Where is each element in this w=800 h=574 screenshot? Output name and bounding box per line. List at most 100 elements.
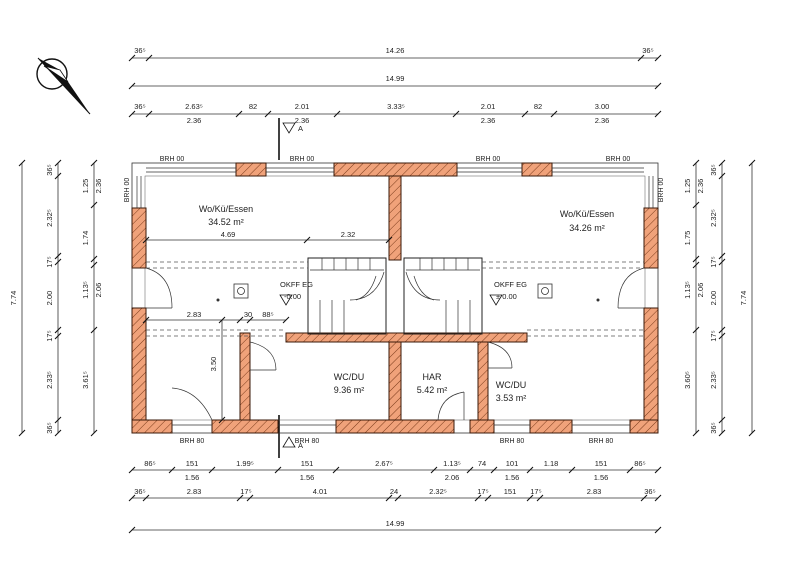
room-name: WC/DU	[496, 380, 527, 390]
dim-label: 2.32	[341, 230, 356, 239]
dim-label: 17⁵	[530, 487, 541, 496]
level-label: OKFF EG	[280, 280, 313, 289]
windows	[136, 167, 654, 426]
dim-label: 3.61⁵	[81, 371, 90, 389]
dim-label: 2.32⁵	[429, 487, 447, 496]
dim-label: 14.99	[386, 74, 405, 83]
dim-label: 17⁵	[240, 487, 251, 496]
room-labels: Wo/Kü/Essen 34.52 m² Wo/Kü/Essen 34.26 m…	[199, 204, 614, 403]
room-area: 9.36 m²	[334, 385, 365, 395]
dim-label: 1.75	[683, 231, 692, 246]
brh-label: BRH 00	[124, 178, 131, 203]
dim-label: 88⁵	[262, 310, 273, 319]
north-arrow-icon	[36, 57, 91, 115]
brh-label: BRH 00	[658, 178, 665, 203]
dim-label: 1.56	[300, 473, 315, 482]
inner-dimensions: 4.69 2.32 2.83 30 88⁵ 3.50	[142, 230, 393, 424]
dim-label: 4.01	[313, 487, 328, 496]
dim-label: 36⁵	[134, 487, 145, 496]
dim-label: 30	[244, 310, 252, 319]
dim-label: 2.83	[587, 487, 602, 496]
section-mark-top: A	[278, 118, 303, 160]
bottom-dimensions: 86⁵ 151 1.99⁵ 151 2.67⁵ 1.13⁵ 74 101 1.1…	[128, 459, 662, 534]
dim-label: 1.25	[683, 179, 692, 194]
brh-label: BRH 00	[606, 156, 631, 163]
brh-label: BRH 80	[500, 438, 525, 445]
dim-label: 36⁵	[134, 102, 145, 111]
dim-label: 24	[390, 487, 398, 496]
level-value: -0.00	[284, 292, 301, 301]
dim-label: 17⁵	[709, 256, 718, 267]
room-name: Wo/Kü/Essen	[199, 204, 253, 214]
dim-label: 2.36	[481, 116, 496, 125]
dim-label: 3.60⁵	[683, 371, 692, 389]
level-label: OKFF EG	[494, 280, 527, 289]
dim-label: 151	[595, 459, 608, 468]
dim-label: 2.67⁵	[375, 459, 393, 468]
room-area: 34.52 m²	[208, 217, 244, 227]
dim-label: 151	[186, 459, 199, 468]
dim-label: 2.32⁵	[45, 209, 54, 227]
dim-label: 36⁵	[45, 422, 54, 433]
dim-label: 1.56	[185, 473, 200, 482]
dim-label: 36⁵	[644, 487, 655, 496]
dim-label: 14.99	[386, 519, 405, 528]
dim-label: 74	[478, 459, 486, 468]
dim-label: 2.00	[45, 291, 54, 306]
room-area: 34.26 m²	[569, 223, 605, 233]
dim-label: 2.06	[445, 473, 460, 482]
dim-label: 2.63⁵	[185, 102, 203, 111]
dim-label: 101	[506, 459, 519, 468]
dim-label: 2.83	[187, 310, 202, 319]
dim-label: 1.13⁵	[683, 281, 692, 299]
dim-label: 4.69	[221, 230, 236, 239]
brh-label: BRH 00	[476, 156, 501, 163]
dim-label: 82	[534, 102, 542, 111]
dim-label: 2.36	[295, 116, 310, 125]
brh-label: BRH 80	[295, 438, 320, 445]
dim-label: 7.74	[9, 291, 18, 306]
room-area: 5.42 m²	[417, 385, 448, 395]
svg-text:A: A	[298, 124, 303, 133]
walls	[131, 162, 659, 434]
dim-label: 2.00	[709, 291, 718, 306]
doors	[145, 267, 645, 421]
top-dimensions: 36⁵ 14.26 36⁵ 14.99 36⁵ 2.63⁵ 82 2.01 3.…	[128, 46, 662, 125]
dim-label: 36⁵	[709, 164, 718, 175]
dim-label: 2.01	[481, 102, 496, 111]
level-value: ± 0.00	[496, 292, 517, 301]
dim-label: 1.99⁵	[236, 459, 254, 468]
dim-label: 2.33⁵	[709, 371, 718, 389]
room-name: WC/DU	[334, 372, 365, 382]
dim-label: 2.06	[696, 283, 705, 298]
dim-label: 36⁵	[45, 164, 54, 175]
dim-label: 2.32⁵	[709, 209, 718, 227]
dim-label: 3.00	[595, 102, 610, 111]
fixture-symbols	[216, 283, 600, 306]
dim-label: 17⁵	[477, 487, 488, 496]
brh-label: BRH 80	[180, 438, 205, 445]
dim-label: 2.83	[187, 487, 202, 496]
staircase	[307, 257, 483, 335]
right-dimensions: 1.25 2.36 1.75 1.13⁵ 2.06 3.60⁵ 36⁵ 2.32…	[683, 159, 756, 437]
dim-label: 7.74	[739, 291, 748, 306]
brh-label: BRH 80	[589, 438, 614, 445]
brh-label: BRH 00	[290, 156, 315, 163]
dim-label: 17⁵	[45, 330, 54, 341]
section-mark-bottom: A	[278, 415, 303, 458]
dim-label: 1.25	[81, 179, 90, 194]
dim-label: 1.13⁵	[81, 281, 90, 299]
dim-label: 1.74	[81, 231, 90, 246]
dim-label: 14.26	[386, 46, 405, 55]
dim-label: 17⁵	[45, 256, 54, 267]
dim-label: 1.18	[544, 459, 559, 468]
dim-label: 3.50	[209, 357, 218, 372]
dashed-overhead-lines	[146, 261, 644, 337]
dim-label: 1.13⁵	[443, 459, 461, 468]
dim-label: 2.01	[295, 102, 310, 111]
room-area: 3.53 m²	[496, 393, 527, 403]
dim-label: 3.33⁵	[387, 102, 405, 111]
dim-label: 36⁵	[709, 422, 718, 433]
brh-label: BRH 00	[160, 156, 185, 163]
room-name: HAR	[422, 372, 442, 382]
